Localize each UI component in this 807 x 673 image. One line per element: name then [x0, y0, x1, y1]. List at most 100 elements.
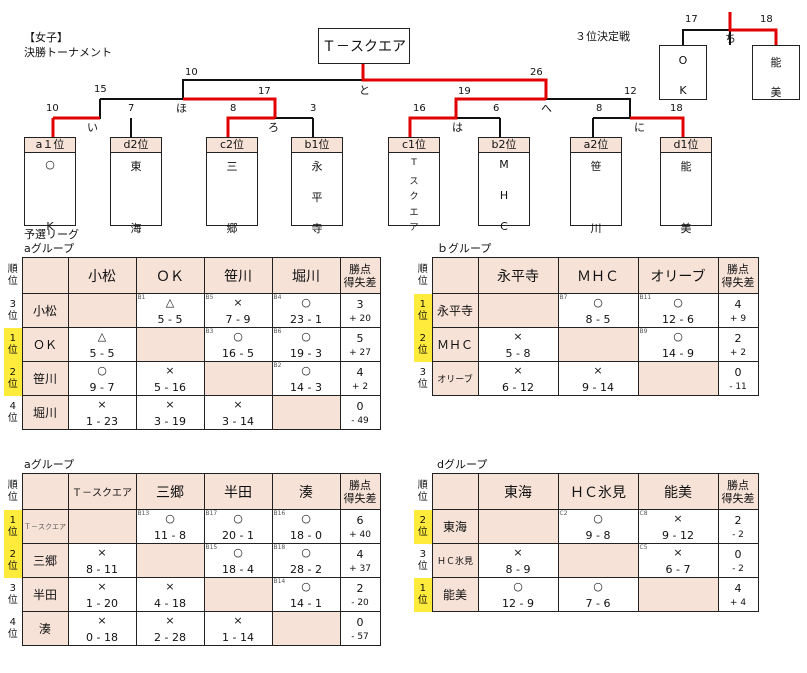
- result-mark: ×: [513, 546, 523, 559]
- rank-cell: 2 位: [4, 543, 22, 578]
- match-code: B16: [273, 510, 286, 517]
- match-score: 7 - 9: [225, 313, 251, 326]
- match-code: B4: [273, 294, 282, 301]
- match-score: 28 - 2: [290, 563, 322, 576]
- rank-header: 順 位: [417, 263, 428, 287]
- match-result-cell: B16○18 - 0: [271, 509, 341, 544]
- result-mark: ×: [165, 614, 175, 627]
- result-mark: ×: [513, 330, 523, 343]
- match-result-cell: ×4 - 18: [135, 577, 205, 612]
- slot-seed-label: b2位: [479, 138, 529, 153]
- slot-seed-label: b1位: [292, 138, 342, 153]
- match-score: 5 - 5: [89, 347, 115, 360]
- corner-cell: [21, 473, 69, 510]
- points-value: 0: [356, 399, 364, 413]
- match-result-cell: ×0 - 18: [67, 611, 137, 646]
- match-result-cell: B4○23 - 1: [271, 293, 341, 328]
- result-mark: ×: [233, 398, 243, 411]
- goal-diff-value: + 2: [351, 381, 369, 392]
- team-name-cell: ＭＨＣ: [431, 327, 479, 362]
- points-value: 4: [356, 547, 364, 561]
- result-mark: ×: [593, 364, 603, 377]
- result-mark: ×: [165, 364, 175, 377]
- slot-team-char: 永: [311, 160, 323, 173]
- rank-cell: 1 位: [4, 327, 22, 362]
- match-label-ni: に: [634, 121, 645, 134]
- match-result-cell: B5×7 - 9: [203, 293, 273, 328]
- match-label-ro: ろ: [268, 121, 279, 134]
- result-mark: ×: [97, 546, 107, 559]
- result-mark: ○: [97, 364, 107, 377]
- match-score: 12 - 9: [502, 597, 534, 610]
- self-match-cell: [67, 293, 137, 328]
- group-b-title: ｂグループ: [437, 242, 492, 255]
- team-name-cell: 永平寺: [431, 293, 479, 328]
- slot-team-char: 美: [680, 222, 692, 235]
- match-result-cell: B2○14 - 3: [271, 361, 341, 396]
- result-mark: ○: [593, 580, 603, 593]
- self-match-cell: [203, 577, 273, 612]
- self-match-cell: [477, 509, 559, 544]
- team-column-header: 半田: [203, 473, 273, 510]
- goal-diff-value: + 37: [349, 563, 371, 574]
- team-name-cell: 三郷: [21, 543, 69, 578]
- team-column-header: 笹川: [203, 257, 273, 294]
- match-label-to: と: [359, 84, 370, 97]
- goal-diff-value: - 2: [732, 563, 744, 574]
- points-value: 2: [734, 331, 742, 345]
- match-score: 9 - 8: [585, 529, 611, 542]
- team-name-cell: 東海: [431, 509, 479, 544]
- team-column-header: 小松: [67, 257, 137, 294]
- goal-diff-value: + 27: [349, 347, 371, 358]
- score-qf2-left: 8: [230, 103, 237, 114]
- rank-cell: 1 位: [414, 293, 432, 328]
- match-code: B14: [273, 578, 286, 585]
- third-place-slot: 能美: [752, 45, 800, 100]
- tournament-subtitle: 決勝トーナメント: [24, 46, 112, 59]
- corner-cell: [21, 257, 69, 294]
- self-match-cell: [637, 361, 719, 396]
- points-cell: 0- 57: [339, 611, 381, 646]
- match-code: B3: [205, 328, 214, 335]
- slot-seed-label: c2位: [207, 138, 257, 153]
- result-mark: ○: [301, 546, 311, 559]
- slot-team-char: 能: [770, 56, 782, 69]
- match-score: 9 - 14: [582, 381, 614, 394]
- match-score: 3 - 19: [154, 415, 186, 428]
- slot-team-char: 三: [226, 160, 238, 173]
- match-result-cell: B7○8 - 5: [557, 293, 639, 328]
- points-cell: 0 - 49: [339, 395, 381, 430]
- points-value: 6: [356, 513, 364, 527]
- match-score: 1 - 20: [86, 597, 118, 610]
- corner-cell: [431, 257, 479, 294]
- slot-team-char: O: [678, 54, 688, 67]
- self-match-cell: [557, 327, 639, 362]
- slot-seed-label: d2位: [111, 138, 161, 153]
- result-mark: ×: [233, 614, 243, 627]
- match-score: 9 - 7: [89, 381, 115, 394]
- goal-diff-value: - 49: [351, 415, 369, 426]
- match-result-cell: ×5 - 16: [135, 361, 205, 396]
- result-mark: ○: [301, 364, 311, 377]
- slot-team-char: 笹: [590, 160, 602, 173]
- match-score: 8 - 5: [585, 313, 611, 326]
- match-result-cell: C5×6 - 7: [637, 543, 719, 578]
- match-result-cell: ×6 - 12: [477, 361, 559, 396]
- goal-diff-value: + 20: [349, 313, 371, 324]
- match-code: B1: [137, 294, 146, 301]
- slot-team-char: ○: [45, 158, 55, 171]
- match-code: C2: [559, 510, 568, 517]
- result-mark: ○: [233, 512, 243, 525]
- team-name-cell: 湊: [21, 611, 69, 646]
- rank-cell: 3 位: [7, 298, 18, 322]
- score-final-left: 10: [185, 67, 198, 78]
- champion-box: Ｔ－スクエア: [318, 28, 410, 64]
- slot-team-char: 東: [130, 160, 142, 173]
- slot-seed-label: d1位: [661, 138, 711, 153]
